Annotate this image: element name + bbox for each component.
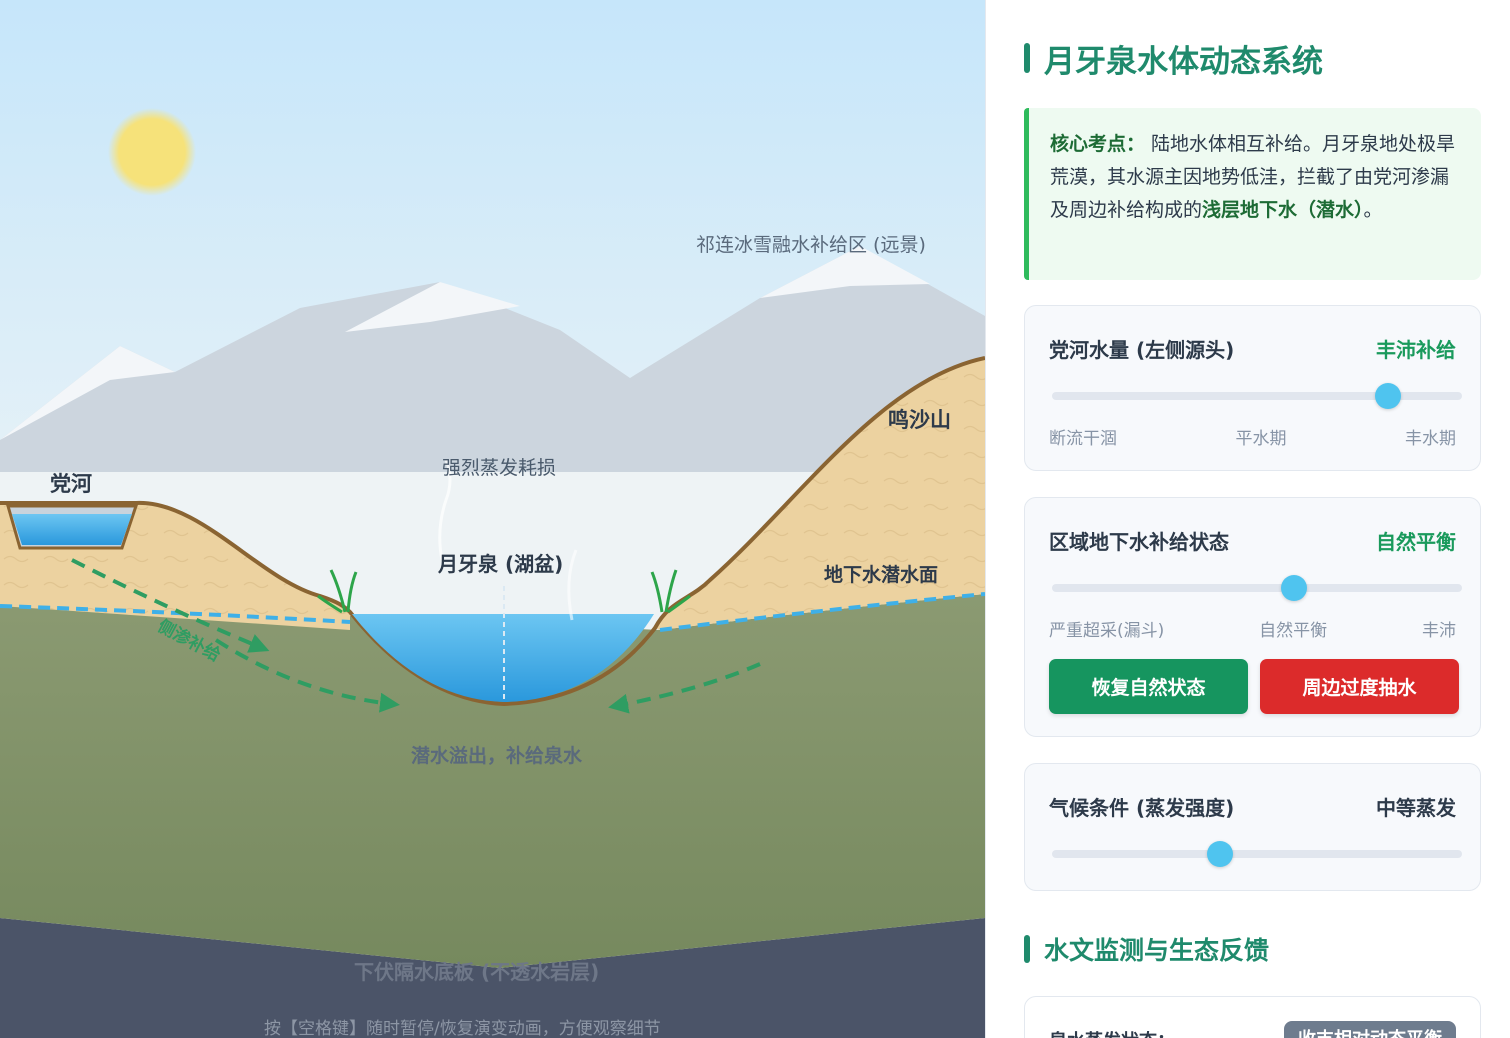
river-volume-slider[interactable] (1052, 383, 1462, 409)
panel-title: 月牙泉水体动态系统 (1024, 38, 1323, 80)
core-concept-box: 核心考点： 陆地水体相互补给。月牙泉地处极旱荒漠，其水源主因地势低洼，拦截了由党… (1024, 108, 1481, 280)
keyboard-hint: 按【空格键】随时暂停/恢复演变动画，方便观察细节 (264, 1019, 661, 1038)
control-panel: 月牙泉水体动态系统 核心考点： 陆地水体相互补给。月牙泉地处极旱荒漠，其水源主因… (985, 0, 1510, 1038)
core-text-before: 陆地水体相互补给。月牙泉地处极旱荒漠，其水源主因地势低洼，拦截了由党河渗漏及周边… (1050, 133, 1456, 221)
label-qilian: 祁连冰雪融水补给区 (远景) (696, 234, 926, 256)
label-dang-river: 党河 (50, 472, 92, 496)
groundwater-slider[interactable] (1052, 575, 1462, 601)
label-crescent-lake: 月牙泉 (湖盆) (438, 552, 564, 576)
hydrology-scene: 祁连冰雪融水补给区 (远景) 党河 强烈蒸发耗损 鸣沙山 月牙泉 (湖盆) 地下… (0, 0, 985, 1038)
groundwater-tick-high: 丰沛 (1421, 621, 1456, 641)
distant-mountains (0, 246, 985, 472)
over-pumping-button[interactable]: 周边过度抽水 (1260, 659, 1459, 714)
groundwater-tick-low: 严重超采(漏斗) (1049, 621, 1165, 641)
restore-natural-button[interactable]: 恢复自然状态 (1049, 659, 1248, 714)
river-card-head: 党河水量 (左侧源头) 丰沛补给 (1049, 334, 1456, 363)
evaporation-slider-thumb[interactable] (1207, 841, 1234, 867)
monitor-accent-bar (1024, 935, 1030, 963)
aquifer-flow-arrow-right (608, 662, 761, 714)
snow-cap-right (760, 246, 930, 298)
bedrock (0, 918, 985, 1038)
groundwater-slider-thumb[interactable] (1280, 575, 1307, 601)
core-text-after: 。 (1363, 199, 1383, 221)
groundwater-slider-ticks: 严重超采(漏斗) 自然平衡 丰沛 (1049, 616, 1456, 641)
groundwater-card-value: 自然平衡 (1376, 530, 1456, 554)
title-accent-bar (1024, 43, 1030, 73)
river-slider-thumb[interactable] (1375, 383, 1402, 409)
evaporation-status-badge: 收支相对动态平衡 (1284, 1021, 1456, 1038)
climate-card-title: 气候条件 (蒸发强度) (1049, 796, 1235, 820)
climate-card-head: 气候条件 (蒸发强度) 中等蒸发 (1049, 792, 1456, 821)
evaporation-slider[interactable] (1052, 841, 1462, 867)
dang-river-water (12, 514, 132, 545)
label-evaporation: 强烈蒸发耗损 (442, 457, 557, 479)
river-tick-mid: 平水期 (1235, 429, 1287, 449)
groundwater-card-title: 区域地下水补给状态 (1049, 530, 1229, 554)
river-tick-low: 断流干涸 (1049, 429, 1117, 449)
river-card-title: 党河水量 (左侧源头) (1049, 338, 1235, 362)
climate-card: 气候条件 (蒸发强度) 中等蒸发 (1024, 763, 1481, 891)
reeds-right (650, 569, 691, 614)
evaporation-wisp (567, 549, 578, 621)
core-highlight: 浅层地下水（潜水） (1202, 199, 1364, 221)
evaporation-wisp (438, 459, 452, 561)
river-tick-high: 丰水期 (1405, 429, 1456, 449)
label-aquiclude: 下伏隔水底板 (不透水岩层) (354, 960, 600, 984)
sand-texture (0, 358, 985, 630)
monitor-title-text: 水文监测与生态反馈 (1044, 936, 1270, 965)
side-seepage-arrow (71, 558, 270, 653)
panel-title-text: 月牙泉水体动态系统 (1044, 43, 1323, 80)
terrain-outline (0, 356, 985, 707)
monitor-title: 水文监测与生态反馈 (1024, 932, 1269, 966)
groundwater-card-head: 区域地下水补给状态 自然平衡 (1049, 526, 1456, 555)
scene-drawing (0, 0, 985, 1038)
snow-cap-left (0, 346, 175, 440)
monitor-card: 泉水蒸发状态： 收支相对动态平衡 (1024, 996, 1481, 1038)
sun (108, 108, 196, 196)
aquifer (0, 594, 985, 968)
aquifer-flow-arrow-left (214, 638, 400, 713)
snow-cap-center (345, 282, 520, 332)
reeds-left (317, 569, 358, 614)
evaporation-status-label: 泉水蒸发状态： (1049, 1027, 1175, 1038)
label-mingsha: 鸣沙山 (888, 408, 951, 432)
climate-card-value: 中等蒸发 (1376, 796, 1456, 820)
label-overflow: 潜水溢出，补给泉水 (411, 745, 583, 767)
label-water-table: 地下水潜水面 (824, 564, 939, 586)
river-volume-card: 党河水量 (左侧源头) 丰沛补给 断流干涸 平水期 丰水期 (1024, 305, 1481, 471)
core-key: 核心考点： (1050, 133, 1146, 155)
river-slider-ticks: 断流干涸 平水期 丰水期 (1049, 424, 1456, 449)
river-card-value: 丰沛补给 (1376, 338, 1456, 362)
groundwater-tick-mid: 自然平衡 (1259, 621, 1328, 641)
groundwater-card: 区域地下水补给状态 自然平衡 严重超采(漏斗) 自然平衡 丰沛 恢复自然状态 周… (1024, 497, 1481, 737)
